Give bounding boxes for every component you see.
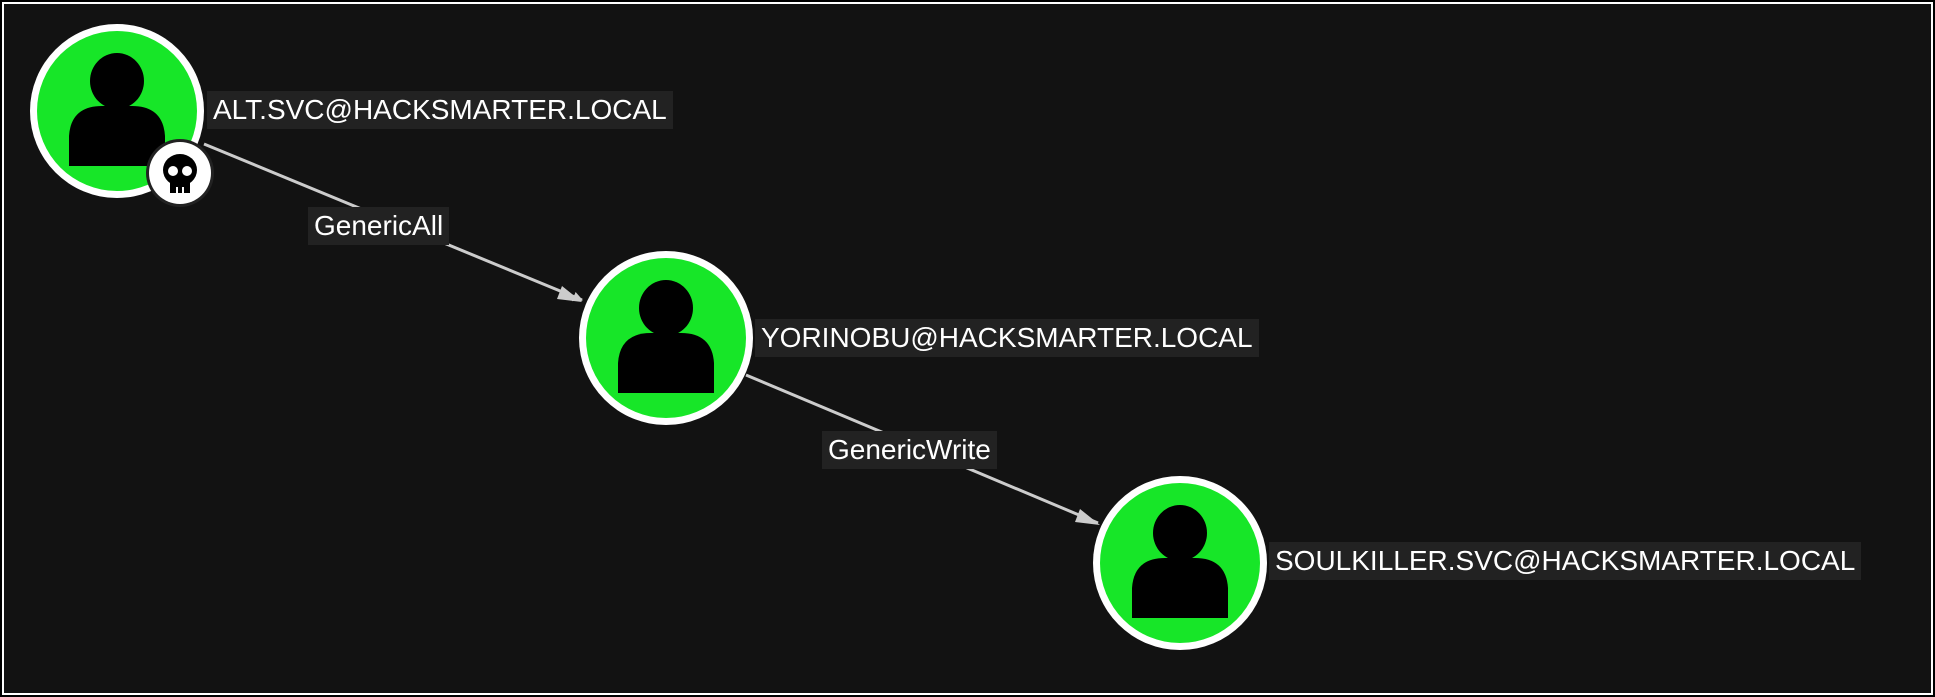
arrowhead-icon	[1075, 509, 1100, 525]
node-alt-svc[interactable]	[30, 24, 214, 207]
graph-svg	[30, 24, 1267, 650]
node-yorinobu[interactable]	[579, 251, 753, 425]
node-soulkiller-svc[interactable]	[1093, 476, 1267, 650]
arrowhead-icon	[557, 286, 582, 302]
edge-label[interactable]: GenericAll	[308, 207, 450, 245]
node-label[interactable]: YORINOBU@HACKSMARTER.LOCAL	[755, 319, 1259, 357]
node-label[interactable]: ALT.SVC@HACKSMARTER.LOCAL	[207, 91, 673, 129]
node-label[interactable]: SOULKILLER.SVC@HACKSMARTER.LOCAL	[1269, 542, 1862, 580]
skull-icon	[146, 139, 214, 207]
edge-label[interactable]: GenericWrite	[822, 431, 997, 469]
